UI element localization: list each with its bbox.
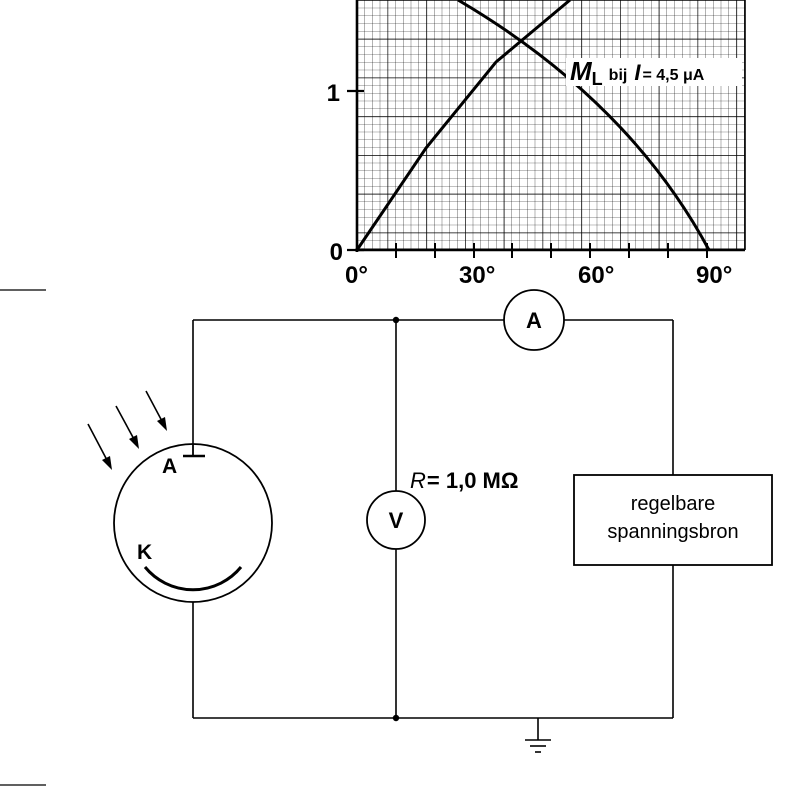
ammeter-label: A — [526, 308, 542, 333]
cathode-arc — [143, 566, 243, 592]
x-tick-label: 0° — [345, 262, 368, 289]
x-tick-label: 30° — [459, 262, 495, 289]
curve-label-subscript: L — [592, 69, 603, 89]
junction-dot — [392, 714, 400, 722]
photocell-icon — [113, 443, 273, 603]
cathode-label: K — [137, 541, 152, 564]
curve-label-current-value: = 4,5 μA — [642, 67, 704, 84]
x-tick-label: 90° — [696, 262, 732, 289]
light-arrows-icon — [87, 390, 167, 470]
rising-curve — [355, 0, 571, 251]
curve-label-background — [566, 58, 742, 86]
voltage-source-box — [573, 474, 773, 566]
x-tick-label: 60° — [578, 262, 614, 289]
ammeter-icon — [503, 289, 565, 351]
curve-label-current-symbol: I — [634, 60, 641, 85]
voltage-source-line2: spanningsbron — [607, 521, 738, 543]
curve-label-symbol: M — [570, 56, 593, 86]
resistor-value: = 1,0 MΩ — [427, 468, 519, 493]
y-tick-label: 0 — [330, 239, 343, 266]
junction-dot — [392, 316, 400, 324]
y-tick-label: 1 — [327, 80, 340, 107]
falling-curve — [457, 0, 711, 251]
voltage-source-line1: regelbare — [631, 493, 716, 515]
ground-icon — [525, 739, 551, 753]
resistor-symbol: R — [410, 468, 426, 493]
anode-label: A — [162, 455, 177, 478]
voltmeter-label: V — [389, 508, 404, 533]
graph-grid-major — [357, 0, 745, 250]
curve-label-middle: bij — [609, 67, 628, 84]
circuit — [87, 289, 773, 753]
voltmeter-icon — [366, 490, 426, 550]
resistor-label: R= 1,0 MΩ — [410, 468, 519, 493]
